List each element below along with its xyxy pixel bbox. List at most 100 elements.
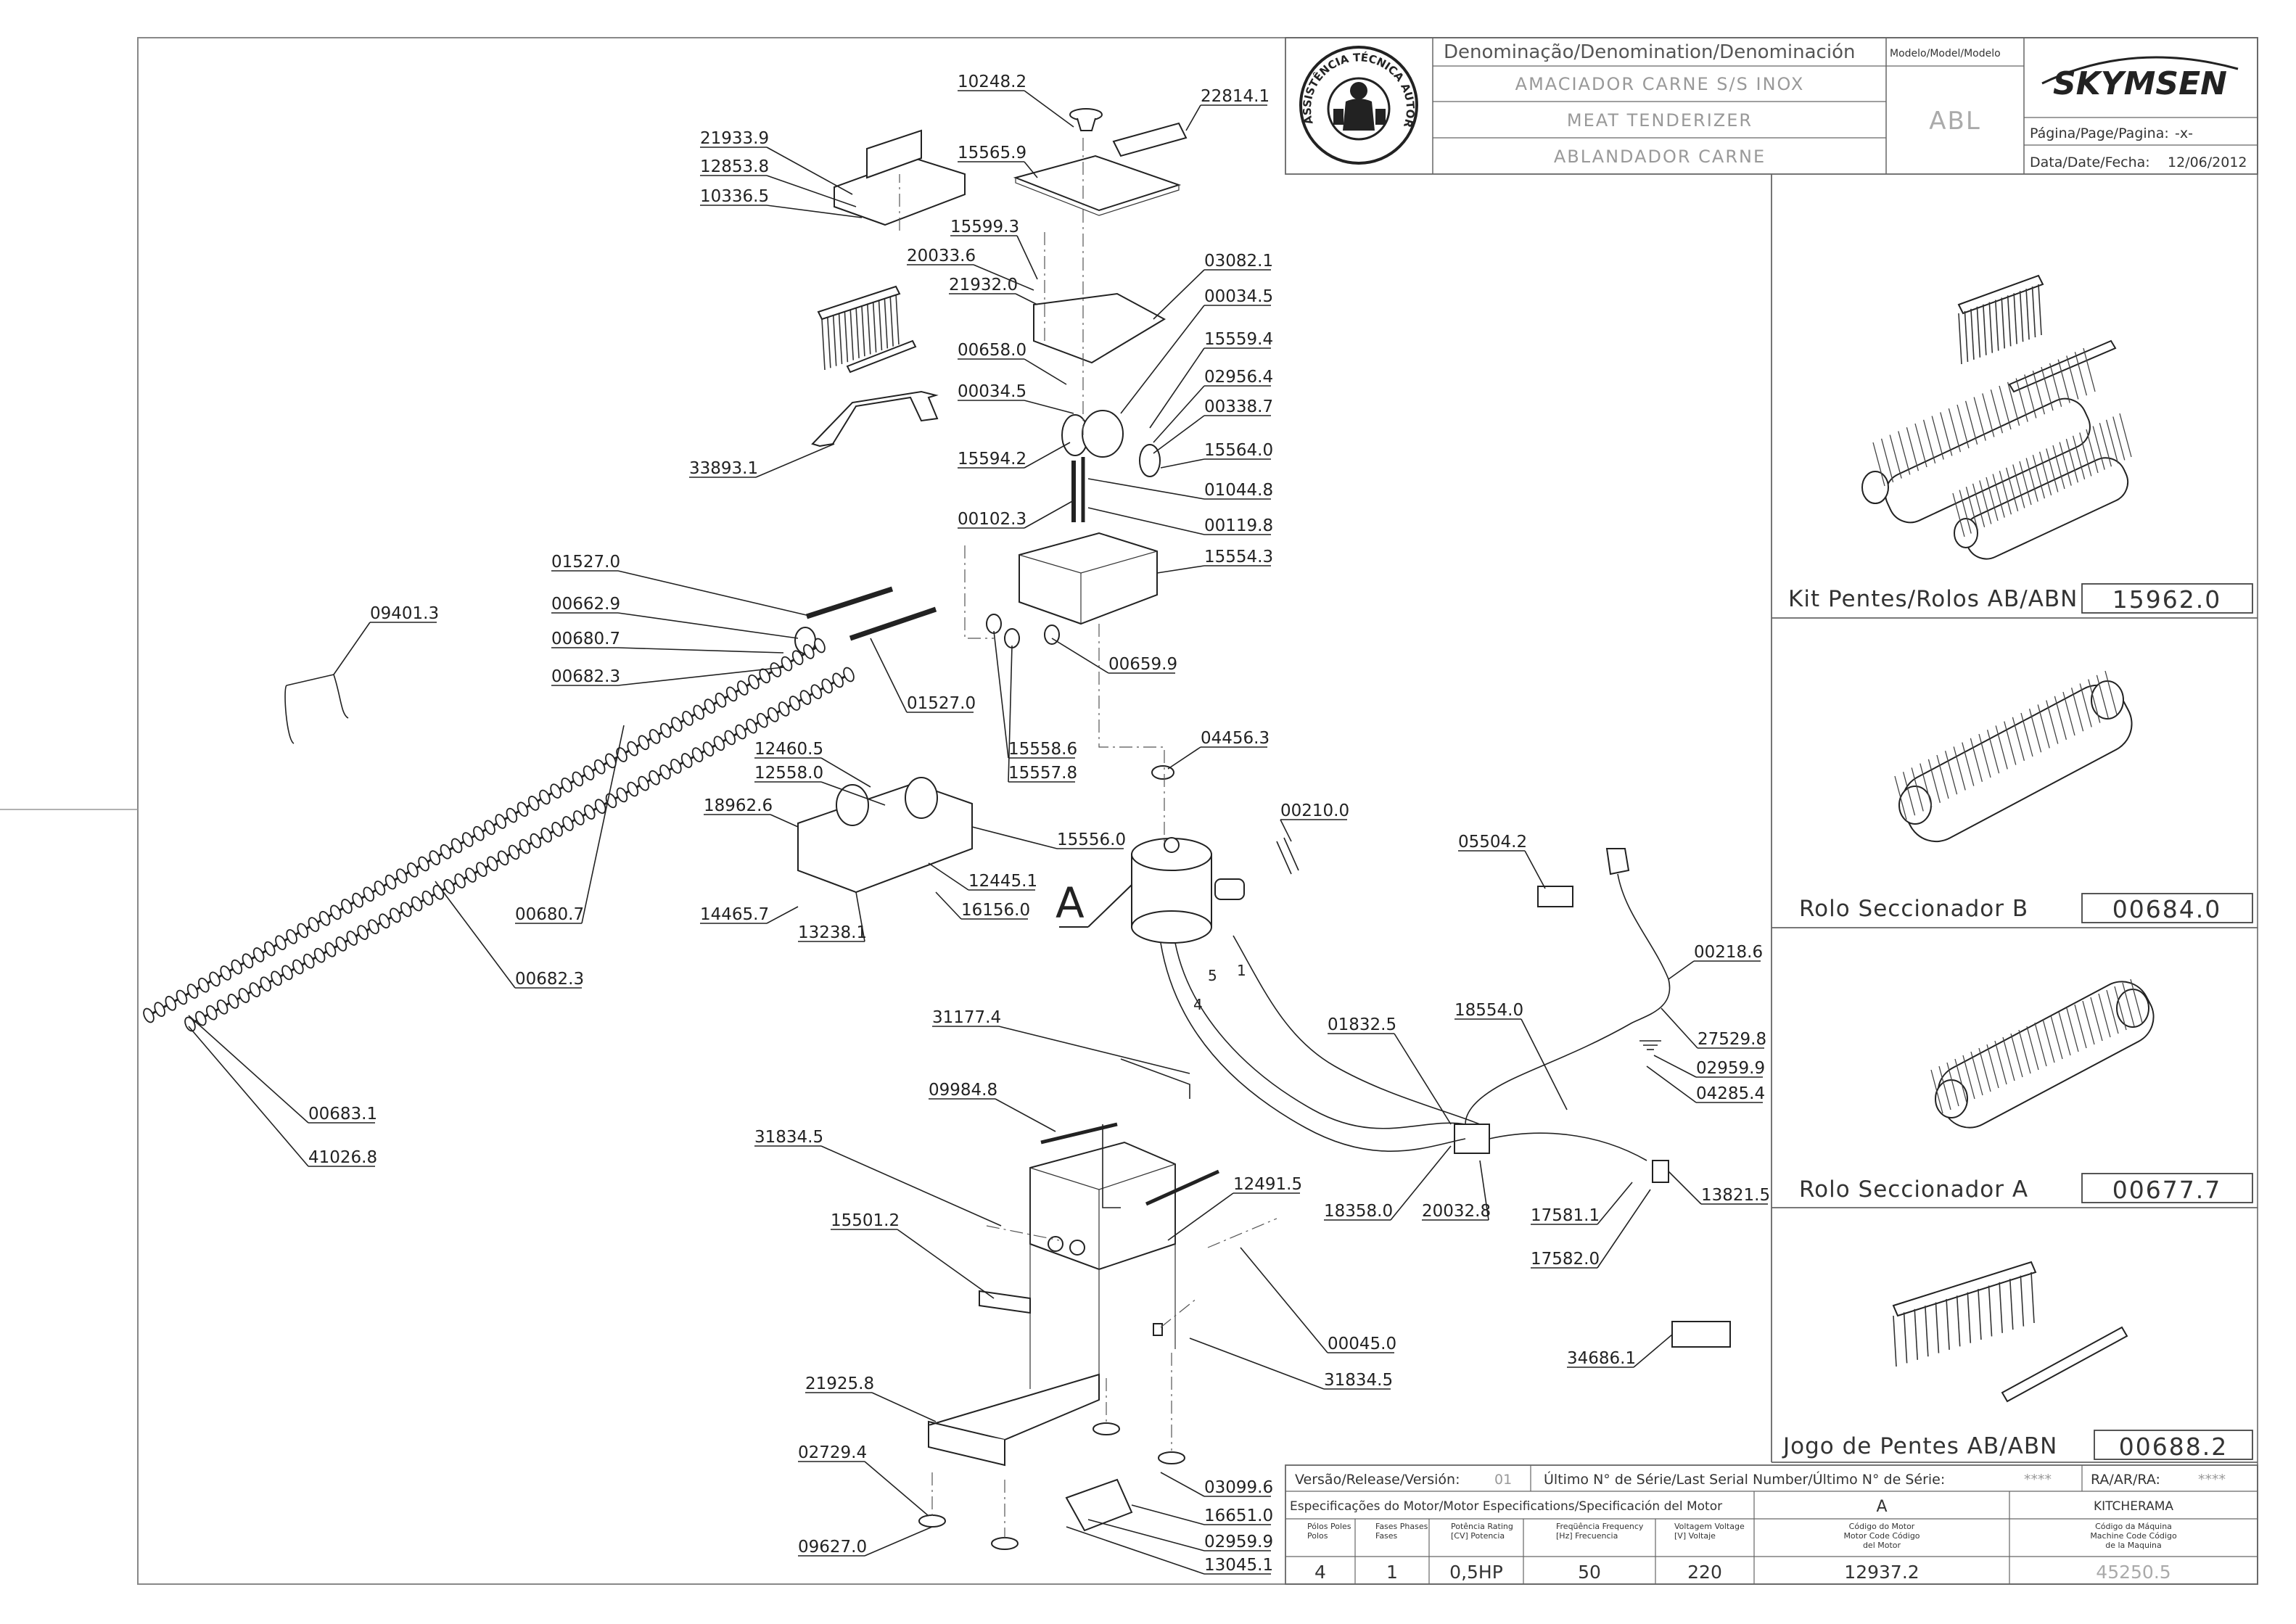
kit-comb-roller-drawing (1861, 274, 2129, 560)
roller-row-b-disc (271, 970, 282, 986)
roller-row-b-disc (292, 959, 304, 975)
roller-hatch (2050, 1015, 2063, 1060)
release-label: Versão/Release/Versión: (1295, 1472, 1460, 1488)
leader-line (1597, 1182, 1633, 1225)
part-label-12491.5: 12491.5 (1233, 1175, 1302, 1194)
roller-hatch (2114, 986, 2127, 1031)
roller-hatch (2004, 721, 2017, 765)
roller-hatch (1965, 487, 1979, 531)
roller-hatch (2024, 374, 2037, 419)
roller-row-a-disc (231, 959, 243, 975)
roller-row-b-disc (465, 867, 477, 883)
roller-hatch (2012, 464, 2025, 508)
roller-hatch (2079, 432, 2092, 477)
roller-hatch (2049, 363, 2062, 407)
roller-row-b-disc (649, 770, 660, 786)
comb-tooth (1935, 1302, 1940, 1353)
leader-line (998, 1026, 1190, 1074)
roller-hatch (2007, 382, 2020, 426)
roller-row-b-disc (680, 753, 693, 768)
roller-row-a-disc (506, 807, 518, 823)
post (1102, 1124, 1121, 1208)
brand-logo: SKYMSEN (2041, 56, 2239, 102)
part-label-00045.0: 00045.0 (1328, 1335, 1396, 1353)
part-label-31177.4: 31177.4 (932, 1008, 1001, 1027)
roller-row-a-disc (649, 729, 661, 744)
roller-row-b-disc (205, 1005, 218, 1021)
roller-row-b-disc (303, 953, 315, 969)
comb-holder (834, 157, 966, 226)
roller-row-a-disc (186, 984, 199, 999)
comb-tooth (878, 300, 883, 351)
part-label-15557.8: 15557.8 (1008, 764, 1077, 783)
hook-wire (284, 674, 349, 744)
motor-spec-label: Especificações do Motor/Motor Especifica… (1290, 1499, 1722, 1514)
leader-line (855, 891, 865, 942)
roller-hatch (1978, 1047, 1991, 1092)
roller-row-b-disc (670, 759, 682, 774)
roller-row-a-disc (308, 917, 320, 932)
comb-tooth (1958, 313, 1962, 365)
leader-line (1280, 819, 1292, 842)
roller-hatch (1952, 492, 1965, 537)
roller-hatch (2010, 1033, 2023, 1078)
roller-row-a-disc (461, 832, 474, 847)
part-label-00119.8: 00119.8 (1204, 516, 1273, 535)
roller-hatch (1992, 474, 2005, 518)
roller-row-b-disc (519, 838, 531, 854)
roller-row-a-disc (527, 796, 540, 811)
model-header: Modelo/Model/Modelo (1890, 48, 2001, 59)
roller-row-b-disc (421, 890, 434, 906)
comb-tooth (1925, 1306, 1929, 1357)
roller-row-b-disc (324, 941, 337, 957)
roller-row-b-disc (551, 822, 563, 837)
wire-number-1: 1 (1237, 962, 1246, 979)
part-label-00682.3: 00682.3 (551, 667, 620, 686)
roller-hatch (2052, 445, 2065, 490)
roller-hatch (1930, 1069, 1943, 1114)
roller-row-a-disc (209, 971, 221, 987)
roller-row-b-disc (368, 919, 379, 934)
rod-2 (849, 606, 937, 641)
roller-row-a-disc (517, 801, 529, 817)
voltage-value: 220 (1687, 1562, 1722, 1583)
comb-tooth (2030, 1271, 2035, 1324)
roller-hatch (2059, 442, 2072, 486)
inner-plate (1033, 292, 1166, 364)
roller-row-a-disc (725, 686, 738, 702)
roller-row-b-disc (583, 804, 596, 820)
ra-label: RA/AR/RA: (2091, 1472, 2160, 1488)
leader-line (1240, 1247, 1328, 1353)
roller-hatch (1999, 385, 2012, 430)
roller-row-b-disc (508, 844, 520, 860)
roller-hatch (1953, 746, 1966, 791)
roller-hatch (2037, 704, 2050, 749)
roller-hatch (2112, 416, 2126, 461)
plate-34686 (1671, 1321, 1731, 1348)
roller-row-a-disc (803, 644, 815, 659)
leader-line (1394, 1033, 1452, 1125)
comb-tooth (2009, 1279, 2014, 1330)
part-label-18962.6: 18962.6 (704, 796, 773, 815)
roller-hatch (1936, 754, 1949, 799)
leader-line (1153, 385, 1205, 443)
roller-a-drawing (1935, 981, 2155, 1129)
label-plate (1112, 122, 1188, 157)
denomination-header: Denominação/Denomination/Denominación (1444, 41, 1855, 63)
roller-row-b-disc (821, 678, 834, 694)
lower-housing (797, 782, 973, 894)
roller-row-a-disc (671, 717, 683, 732)
roller-hatch (2019, 461, 2032, 506)
roller-row-a-disc (770, 662, 782, 677)
part-label-00662.9: 00662.9 (551, 595, 620, 614)
roller-row-a-disc (682, 711, 694, 726)
kit-code-3: 00677.7 (2112, 1176, 2221, 1204)
roller-row-a-disc (593, 759, 606, 775)
part-label-05504.2: 05504.2 (1458, 833, 1527, 852)
label-sticker (979, 1290, 1031, 1314)
roller-row-b-disc (195, 1010, 207, 1026)
part-label-04285.4: 04285.4 (1696, 1084, 1765, 1103)
part-label-09627.0: 09627.0 (798, 1538, 867, 1557)
part-label-21925.8: 21925.8 (805, 1374, 874, 1393)
roller-hatch (1970, 738, 1983, 782)
